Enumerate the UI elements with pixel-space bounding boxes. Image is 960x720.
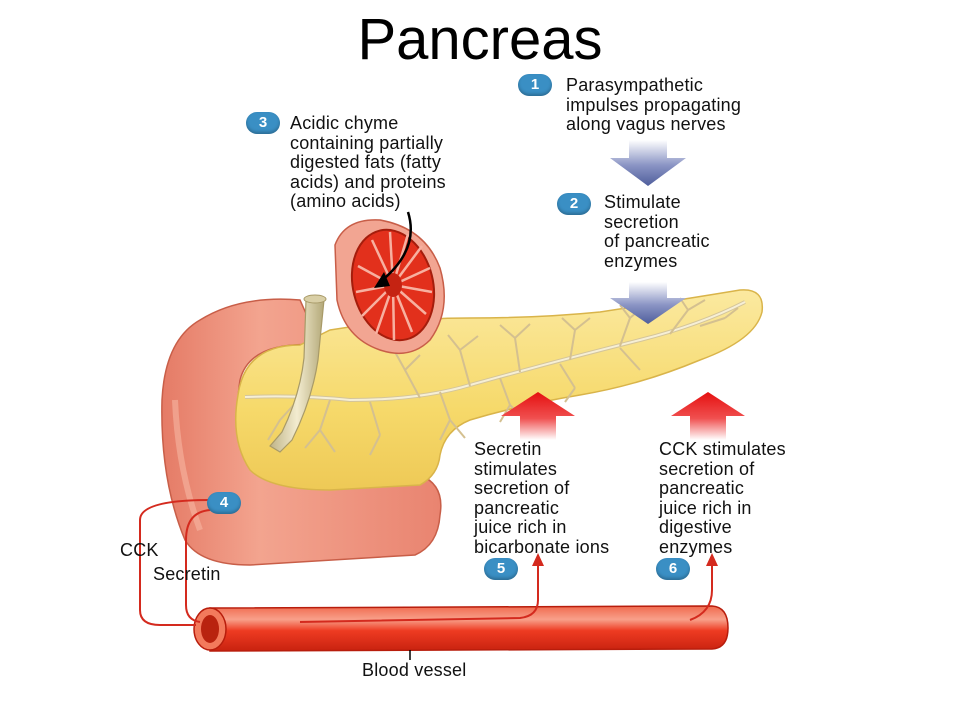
hormone-pathways bbox=[139, 499, 713, 626]
step-6-text: CCK stimulates secretion of pancreatic j… bbox=[659, 439, 786, 557]
up-arrow-cck bbox=[671, 392, 745, 440]
step-1-text: Parasympathetic impulses propagating alo… bbox=[566, 75, 742, 134]
step-badge-6: 6 bbox=[656, 558, 690, 580]
bile-duct bbox=[269, 294, 327, 453]
down-arrow-1 bbox=[610, 140, 686, 186]
up-arrow-secretin bbox=[501, 392, 575, 440]
down-arrow-2 bbox=[610, 282, 686, 324]
step-badge-1: 1 bbox=[518, 74, 552, 96]
secretin-label: Secretin bbox=[153, 564, 221, 584]
cck-label: CCK bbox=[120, 540, 159, 560]
arrowhead-6 bbox=[706, 553, 718, 566]
blood-vessel-label: Blood vessel bbox=[362, 660, 467, 680]
step-2-text: Stimulate secretion of pancreatic enzyme… bbox=[604, 192, 710, 271]
arrowhead-5 bbox=[532, 553, 544, 566]
step-3-text: Acidic chyme containing partially digest… bbox=[290, 113, 446, 211]
step-badge-5: 5 bbox=[484, 558, 518, 580]
blood-vessel bbox=[193, 605, 729, 652]
step-badge-4: 4 bbox=[207, 492, 241, 514]
step-badge-2: 2 bbox=[557, 193, 591, 215]
step-badge-3: 3 bbox=[246, 112, 280, 134]
page-title: Pancreas bbox=[357, 7, 603, 72]
step-5-text: Secretin stimulates secretion of pancrea… bbox=[474, 439, 610, 557]
chyme-arrow bbox=[374, 211, 412, 288]
